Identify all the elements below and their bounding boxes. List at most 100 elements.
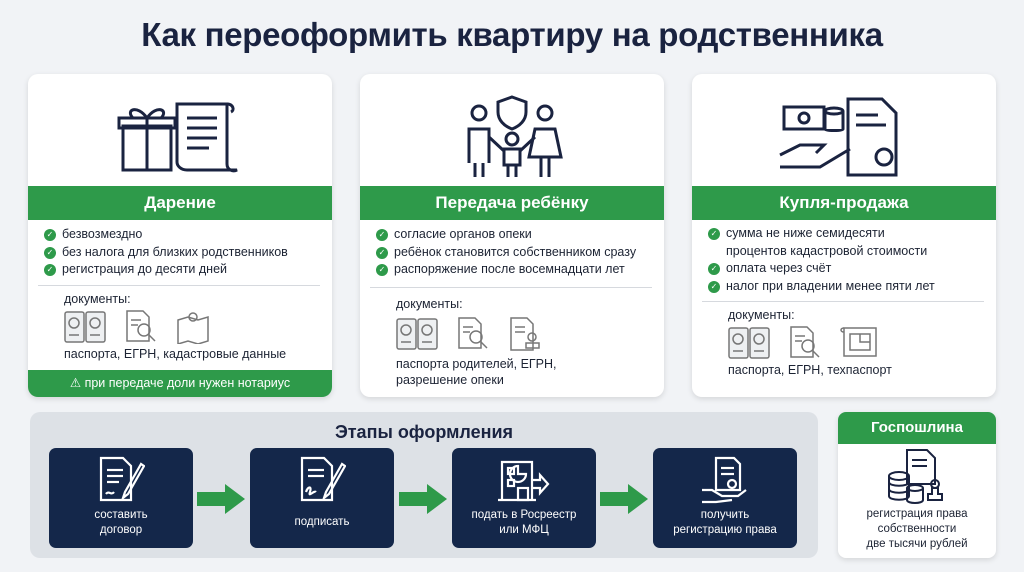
check-icon: ✓ (708, 228, 720, 240)
fee-line: две тысячи рублей (866, 538, 968, 550)
step-label: подать в Росреестр или МФЦ (452, 508, 596, 538)
list-item: ✓ без налога для близких родственников (44, 244, 326, 262)
stages-panel: Этапы оформления составить договор подпис… (30, 412, 818, 558)
arrow-right-icon (600, 484, 648, 514)
contract-pen-icon (49, 456, 193, 502)
card-gift: Дарение ✓ безвозмездно ✓ без налога для бл… (28, 74, 332, 397)
docs-label: документы: (396, 296, 463, 311)
docs-caption: паспорта, ЕГРН, техпаспорт (728, 363, 892, 377)
list-item: ✓ ребёнок становится собственником сразу (376, 244, 658, 262)
check-icon: ✓ (44, 264, 56, 276)
list-item: ✓ распоряжение после восемнадцати лет (376, 261, 658, 279)
list-item: ✓ согласие органов опеки (376, 226, 658, 244)
caption-line: разрешение опеки (396, 372, 504, 387)
office-building-icon (452, 456, 596, 502)
notary-warning: ⚠ при передаче доли нужен нотариус (28, 370, 332, 397)
step-submit-rosreestr: подать в Росреестр или МФЦ (452, 448, 596, 548)
fee-text: регистрация права собственности две тысячи… (838, 507, 996, 552)
permit-stamp-icon (510, 316, 540, 351)
item-text: без налога для близких родственников (62, 244, 288, 259)
step-label: подписать (250, 515, 394, 530)
family-shield-icon (360, 86, 664, 186)
check-icon: ✓ (44, 246, 56, 259)
feature-list: ✓ согласие органов опеки ✓ ребёнок станови… (376, 226, 658, 279)
step-label: получить регистрацию права (653, 508, 797, 538)
gift-scroll-icon (28, 86, 332, 186)
docs-label: документы: (728, 308, 795, 322)
item-text: сумма не ниже семидесяти процентов кадас… (726, 226, 928, 258)
label-line: составить (94, 509, 148, 521)
check-icon: ✓ (708, 280, 720, 293)
feature-list: ✓ безвозмездно ✓ без налога для близких ро… (44, 226, 326, 279)
caption-line: паспорта родителей, ЕГРН, (396, 356, 557, 371)
step-receive-registration: получить регистрацию права (653, 448, 797, 548)
item-text: регистрация до десяти дней (62, 262, 228, 276)
feature-list: ✓ сумма не ниже семидесяти процентов када… (708, 225, 936, 295)
divider (702, 301, 984, 302)
list-item: ✓ безвозмездно (44, 226, 326, 244)
label-line: регистрацию права (673, 524, 777, 536)
receive-document-icon (653, 456, 797, 504)
state-fee-card: Госпошлина регистрация права собственност… (838, 412, 996, 558)
card-content: ✓ согласие органов опеки ✓ ребёнок станови… (360, 226, 664, 388)
card-content: ✓ сумма не ниже семидесяти процентов када… (692, 225, 996, 378)
docs-caption: паспорта родителей, ЕГРН,разрешение опек… (396, 356, 664, 388)
list-item: ✓ оплата через счёт (708, 260, 936, 278)
fee-line: собственности (877, 523, 957, 535)
fee-title: Госпошлина (838, 412, 996, 444)
label-line: подписать (294, 516, 350, 528)
check-icon: ✓ (376, 264, 388, 276)
passport-icon (396, 317, 438, 350)
divider (38, 284, 320, 286)
item-text: ребёнок становится собственником сразу (394, 244, 637, 259)
card-title: Передача ребёнку (360, 186, 664, 220)
stages-title: Этапы оформления (334, 422, 514, 442)
step-sign: подписать (250, 448, 394, 548)
step-label: составить договор (49, 508, 193, 538)
card-title: Дарение (28, 186, 332, 220)
arrow-right-icon (197, 484, 245, 514)
egrn-search-icon (790, 326, 820, 358)
label-line: договор (99, 524, 143, 536)
money-contract-icon (692, 86, 996, 186)
list-item: ✓ сумма не ниже семидесяти процентов када… (708, 225, 936, 260)
passport-icon (64, 310, 106, 343)
egrn-search-icon (126, 309, 156, 342)
doc-icons (64, 309, 332, 344)
label-line: или МФЦ (499, 524, 549, 536)
fee-line: регистрация права (866, 508, 968, 520)
page-title: Как переоформить квартиру на родственник… (141, 16, 883, 53)
doc-icons (728, 326, 996, 360)
item-text: безвозмездно (62, 227, 143, 241)
item-text: согласие органов опеки (394, 227, 532, 241)
list-item: ✓ регистрация до десяти дней (44, 261, 326, 279)
coins-stamp-icon (838, 448, 996, 504)
card-title: Купля-продажа (692, 186, 996, 220)
label-line: подать в Росреестр (471, 509, 577, 521)
floor-plan-icon (840, 327, 877, 357)
card-content: ✓ безвозмездно ✓ без налога для близких ро… (28, 226, 332, 362)
item-text: распоряжение после восемнадцати лет (394, 262, 625, 276)
check-icon: ✓ (376, 246, 388, 259)
item-text: налог при владении менее пяти лет (726, 278, 935, 293)
docs-label: документы: (64, 291, 131, 306)
passport-icon (728, 327, 770, 359)
arrow-right-icon (399, 484, 447, 514)
cadastral-map-icon (177, 311, 209, 344)
check-icon: ✓ (708, 263, 720, 275)
list-item: ✓ налог при владении менее пяти лет (708, 278, 936, 296)
doc-icons (396, 316, 664, 351)
card-sale: Купля-продажа ✓ сумма не ниже семидесяти … (692, 74, 996, 397)
card-child: Передача ребёнку ✓ согласие органов опеки… (360, 74, 664, 397)
warning-icon: ⚠ (69, 376, 85, 390)
item-text: оплата через счёт (726, 261, 832, 275)
check-icon: ✓ (376, 229, 388, 241)
divider (370, 286, 652, 288)
check-icon: ✓ (44, 229, 56, 241)
step-draft-contract: составить договор (49, 448, 193, 548)
egrn-search-icon (458, 316, 488, 349)
sign-document-icon (250, 456, 394, 502)
warning-text: при передаче доли нужен нотариус (84, 376, 291, 390)
docs-caption: паспорта, ЕГРН, кадастровые данные (64, 346, 287, 361)
label-line: получить (700, 509, 750, 521)
